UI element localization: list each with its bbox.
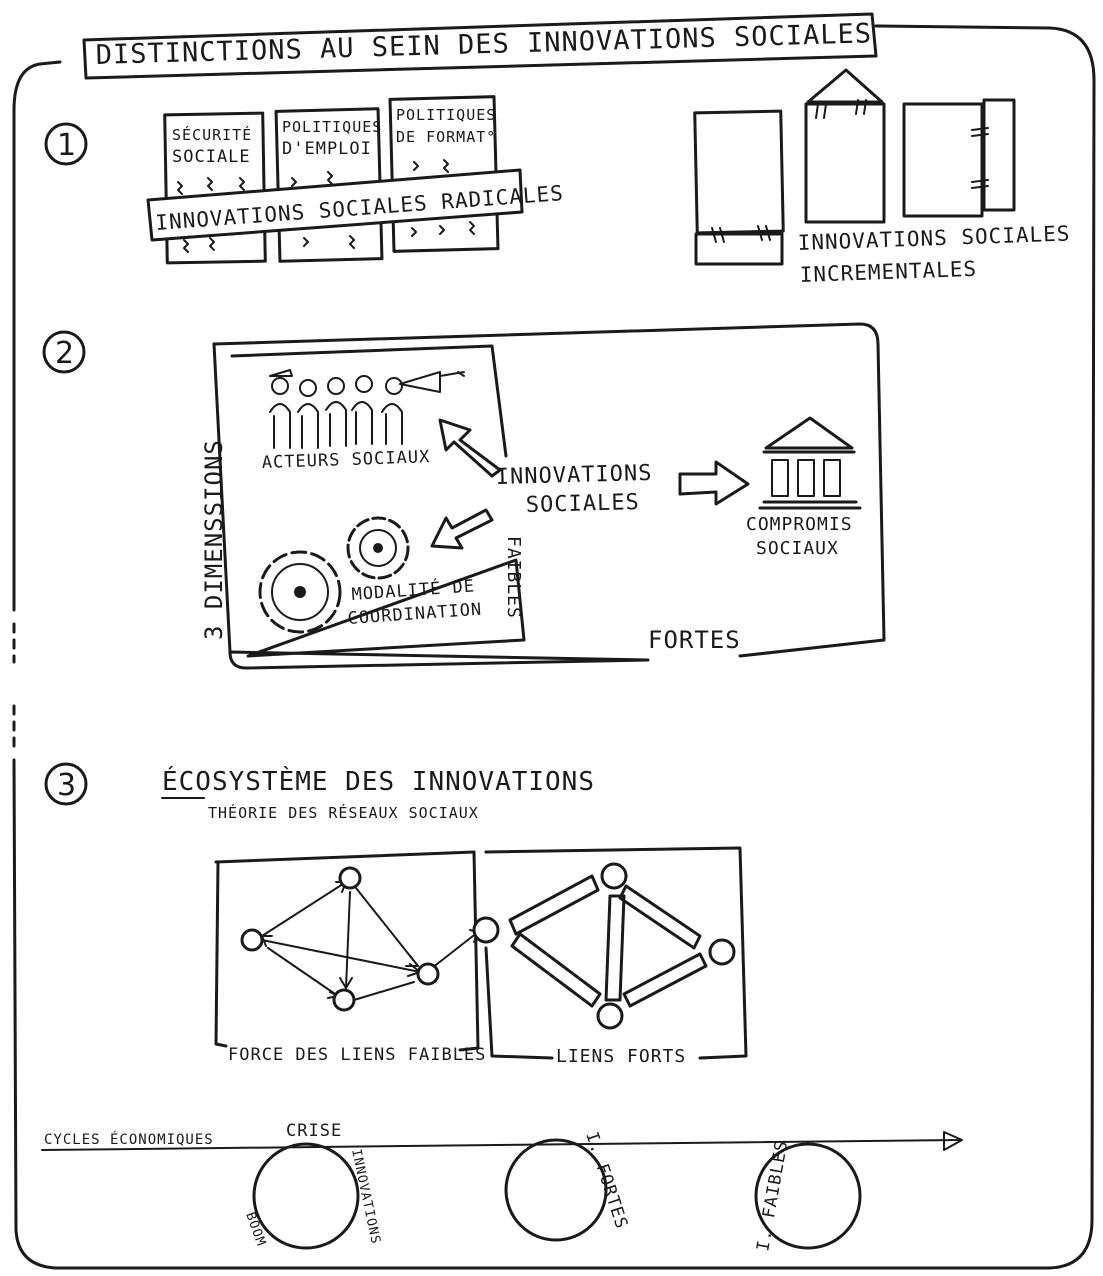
actor-body-1 <box>269 403 291 449</box>
column-securite-sociale <box>163 111 267 265</box>
compromis-line2: SOCIAUX <box>756 538 839 559</box>
strong-ties-box <box>484 846 748 1060</box>
column-1-line1: SÉCURITÉ <box>172 125 252 144</box>
building-block-2 <box>804 102 886 224</box>
megaphone-icon <box>399 371 465 393</box>
institution-base <box>758 450 862 510</box>
ecosystem-title: ÉCOSYSTÈME DES INNOVATIONS <box>162 765 595 797</box>
weak-ties-box <box>214 850 480 1052</box>
column-2-line2: D'EMPLOI <box>282 139 372 159</box>
weak-ties-label: FORCE DES LIENS FAIBLES <box>228 1045 486 1065</box>
small-gear-inner <box>359 529 397 567</box>
cycle-circle-3 <box>754 1142 862 1250</box>
social-actors-figures <box>269 369 465 449</box>
actor-body-5 <box>381 403 403 445</box>
section-3-number-circle <box>44 762 88 806</box>
small-gear-hub <box>373 543 383 553</box>
institution-roof <box>764 416 854 450</box>
small-gear <box>346 516 410 580</box>
crisis-label: CRISE <box>286 1121 342 1141</box>
strong-ties-network <box>508 862 736 1030</box>
radical-band <box>146 168 524 242</box>
cycles-label: CYCLES ÉCONOMIQUES <box>44 1131 214 1148</box>
title-banner <box>82 12 878 80</box>
incremental-label-line2: INCREMENTALES <box>799 257 977 287</box>
actor-head-4 <box>355 375 373 393</box>
weak-node-1 <box>240 928 264 952</box>
actor-body-2 <box>297 403 319 449</box>
actor-head-2 <box>299 379 317 397</box>
coordination-line2: COORDINATION <box>347 600 483 629</box>
section-2: 2 3 DIMENSSIONS ACTEURS SOCIAUX INNOVATI… <box>42 322 886 670</box>
arrow-to-coordination <box>430 508 494 550</box>
cycle-circle-2 <box>504 1138 608 1242</box>
weak-ties-network <box>240 866 479 1012</box>
squiggles-bottom <box>183 221 475 253</box>
big-gear-hub <box>294 586 306 598</box>
actor-body-3 <box>325 401 347 447</box>
actor-head-3 <box>327 377 345 395</box>
weak-ties-edges <box>261 881 479 1001</box>
section-2-number: 2 <box>55 336 74 371</box>
strong-node-3 <box>596 1002 624 1030</box>
innovations-label: INNOVATIONS <box>348 1148 383 1246</box>
actor-head-5 <box>385 377 403 395</box>
hat-icon <box>269 369 293 377</box>
section-2-number-circle <box>42 330 86 374</box>
institution-column-3 <box>823 459 841 497</box>
squiggles-top <box>177 159 449 195</box>
main-frame <box>12 24 1096 1270</box>
section-1-number-circle <box>44 122 88 166</box>
building-block-1 <box>693 109 785 235</box>
ecosystem-subtitle: THÉORIE DES RÉSEAUX SOCIAUX <box>208 803 479 822</box>
weak-node-2 <box>338 866 362 890</box>
actor-body-4 <box>351 401 373 445</box>
weak-node-4 <box>332 988 356 1012</box>
column-3-line1: POLITIQUES <box>396 106 496 124</box>
building-marks <box>711 99 989 243</box>
actors-label: ACTEURS SOCIAUX <box>261 447 430 473</box>
building-roof <box>806 68 884 104</box>
weak-ties-arrowheads <box>261 881 479 999</box>
weak-node-3 <box>416 962 440 986</box>
center-line2: SOCIALES <box>526 490 641 518</box>
strong-ties-edges <box>508 874 708 1008</box>
cycle-circle-1 <box>252 1142 360 1250</box>
strong-label: FORTES <box>648 626 741 654</box>
strong-node-2 <box>708 938 736 966</box>
section-1-number: 1 <box>57 128 76 163</box>
timeline-axis <box>41 1139 961 1151</box>
column-1-line2: SOCIALE <box>172 147 251 167</box>
incremental-label-line1: INNOVATIONS SOCIALES <box>797 221 1071 255</box>
outer-dimension-box-left <box>212 342 232 654</box>
big-gear <box>258 550 342 634</box>
bridge-node <box>472 916 500 944</box>
compromis-line1: COMPROMIS <box>746 514 853 535</box>
institution-icon <box>758 416 862 510</box>
column-3-line2: DE FORMAT° <box>396 128 496 146</box>
timeline-arrow-icon <box>943 1131 963 1151</box>
section-3-number: 3 <box>57 768 76 803</box>
building-block-base <box>694 232 784 266</box>
institution-column-1 <box>771 459 789 497</box>
strong-node-1 <box>600 862 628 890</box>
incremental-building: INNOVATIONS SOCIALES INCREMENTALES <box>693 68 1071 287</box>
section-1: 1 SÉCURITÉ SOCIALE POLITIQUES D'EMPLOI P… <box>44 68 1071 287</box>
arrow-to-actors <box>438 418 502 478</box>
column-2-line1: POLITIQUES <box>282 118 382 136</box>
building-block-4 <box>982 98 1016 212</box>
gears-icon <box>258 516 410 634</box>
weak-i-label: I. FAIBLES <box>753 1139 792 1253</box>
building-block-3 <box>902 102 984 218</box>
big-gear-inner <box>271 563 329 621</box>
arrow-to-compromis <box>678 460 750 506</box>
center-line1: INNOVATIONS <box>496 461 653 490</box>
actor-head-1 <box>271 377 289 395</box>
strong-ties-label: LIENS FORTS <box>556 1046 686 1067</box>
weak-label: FAIBLES <box>503 536 524 619</box>
institution-column-2 <box>797 459 815 497</box>
section-3: 3 ÉCOSYSTÈME DES INNOVATIONS THÉORIE DES… <box>41 762 963 1253</box>
inner-dimension-box <box>230 344 526 658</box>
